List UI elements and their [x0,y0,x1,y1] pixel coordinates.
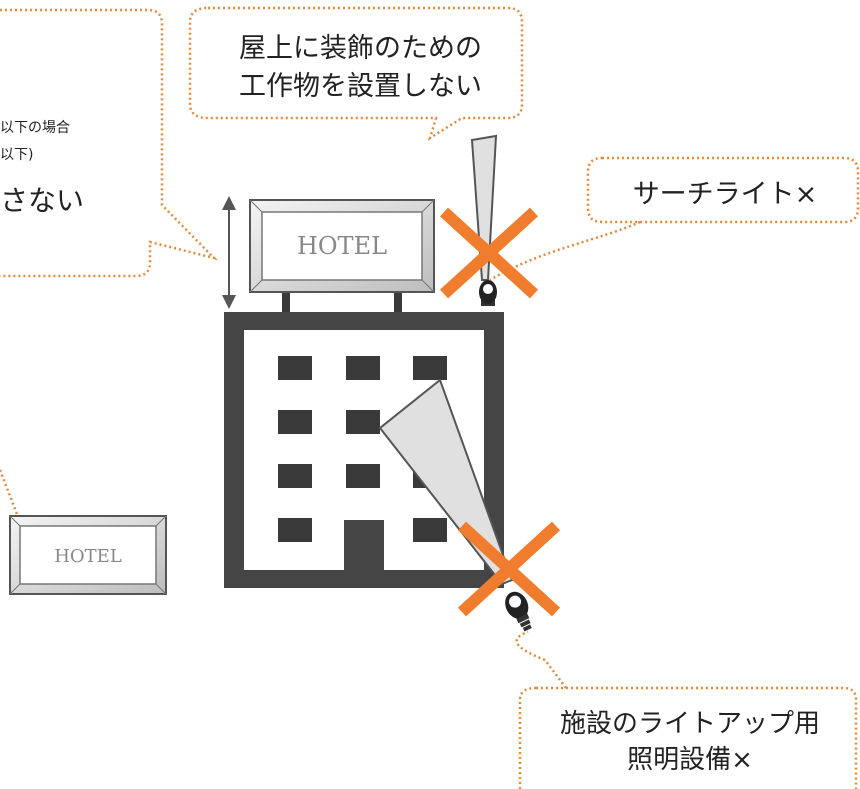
searchlight-callout-text: サーチライト× [632,179,818,210]
lightup-line-2: 照明設備× [627,745,753,775]
roof-ornament-line-2: 工作物を設置しない [239,71,482,102]
height-callout-line-1: 以下の場合 [0,120,70,136]
lightup-callout-bubble [515,630,858,789]
rooftop-searchlight-icon [479,280,497,306]
height-arrow [222,196,236,309]
height-callout-bubble [0,8,218,278]
roof-ornament-line-1: 屋上に装飾のための [239,33,482,64]
side-hotel-sign [9,515,167,595]
prohibited-cross-searchlight [439,207,539,299]
rooftop-hotel-sign [249,199,435,322]
lightup-callout: 施設のライトアップ用 照明設備× [525,706,855,778]
lightup-line-1: 施設のライトアップ用 [559,709,820,739]
side-sign-label: HOTEL [54,546,122,567]
rooftop-sign-label: HOTEL [297,232,387,260]
prohibited-cross-lightup [457,521,561,617]
height-callout-line-2: 以下) [0,147,34,163]
ground-light-icon [505,591,532,632]
roof-ornament-callout: 屋上に装飾のための 工作物を設置しない [193,30,528,106]
roof-ornament-callout-bubble [188,6,524,141]
height-callout-line-3: さない [0,184,85,217]
